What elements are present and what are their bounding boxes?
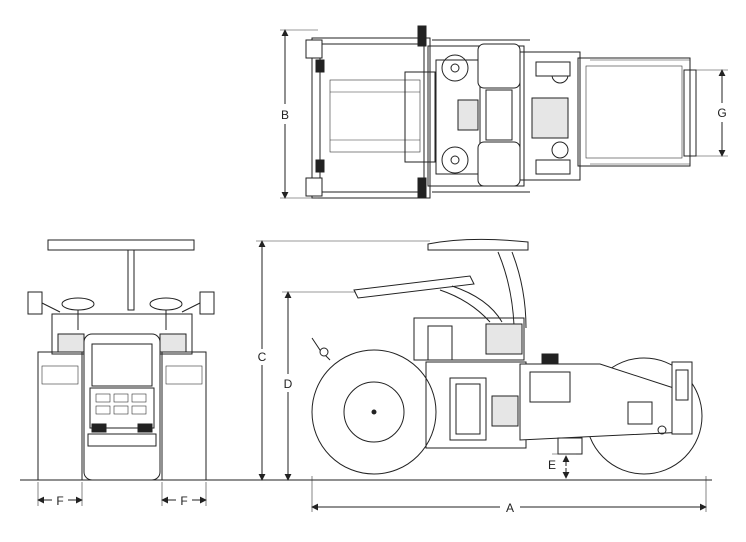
dimension-e: E bbox=[548, 453, 576, 479]
front-view bbox=[27, 239, 215, 481]
label-e: E bbox=[548, 458, 556, 472]
top-view bbox=[305, 25, 697, 199]
label-f-left: F bbox=[56, 494, 63, 508]
label-g: G bbox=[717, 106, 726, 120]
label-b: B bbox=[281, 108, 289, 122]
label-a: A bbox=[506, 501, 514, 515]
dimension-g: G bbox=[692, 69, 728, 157]
label-d: D bbox=[284, 377, 293, 391]
dimension-f-left: F bbox=[37, 482, 83, 508]
label-f-right: F bbox=[180, 494, 187, 508]
dimension-b: B bbox=[280, 29, 318, 199]
dimension-d: D bbox=[282, 291, 356, 481]
side-view bbox=[311, 238, 703, 475]
dimension-c: C bbox=[256, 240, 430, 481]
dimension-f-right: F bbox=[161, 482, 207, 508]
label-c: C bbox=[258, 350, 267, 364]
dimension-a: A bbox=[311, 476, 707, 515]
